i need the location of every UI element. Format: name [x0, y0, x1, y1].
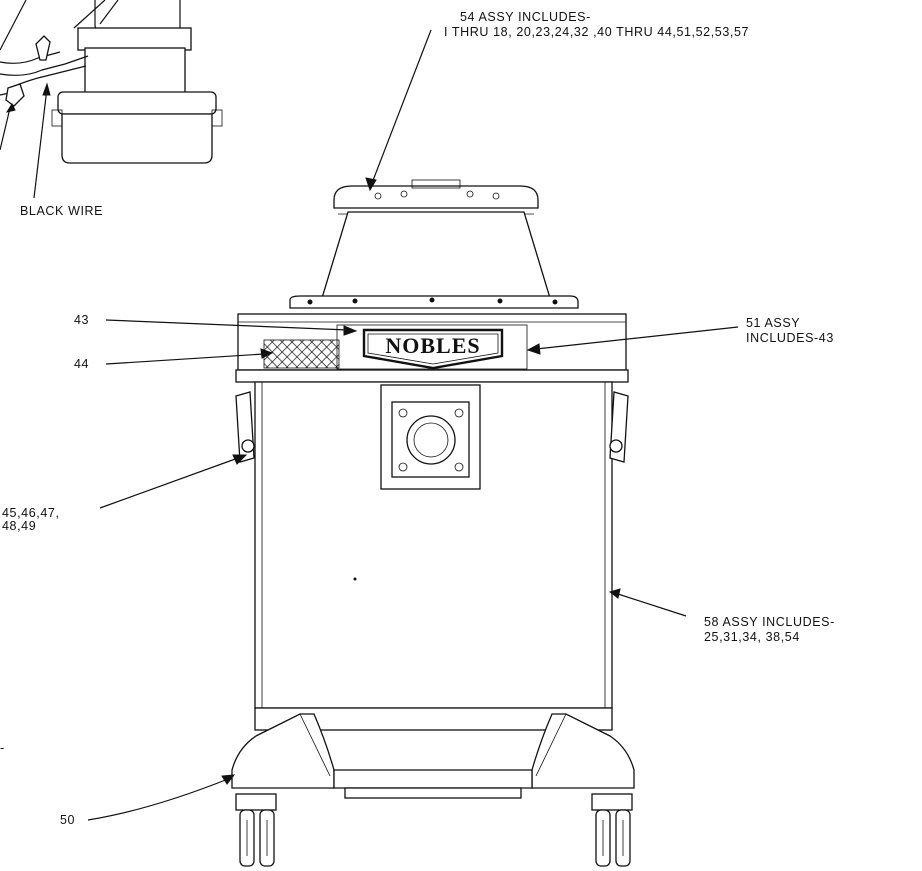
vacuum-head	[289, 179, 579, 309]
tank-body	[235, 369, 629, 731]
assy-58-parts: 25,31,34, 38,54	[704, 630, 800, 644]
assy-54-title: 54 ASSY INCLUDES-	[460, 10, 591, 24]
assy-54-parts: I THRU 18, 20,23,24,32 ,40 THRU 44,51,52…	[444, 25, 749, 39]
wiring-inset	[0, 0, 223, 199]
filter-band: NOBLES	[237, 313, 627, 371]
callout-45-49-line1: 45,46,47,	[2, 506, 60, 520]
callout-44: 44	[74, 357, 89, 371]
assy-58-title: 58 ASSY INCLUDES-	[704, 615, 835, 629]
callout-45-49-line2: 48,49	[2, 519, 36, 533]
callout-43: 43	[74, 313, 89, 327]
assy-51-parts: INCLUDES-43	[746, 331, 834, 345]
black-wire-label: BLACK WIRE	[20, 204, 103, 218]
nobles-logo-text: NOBLES	[385, 333, 480, 358]
assy-51-title: 51 ASSY	[746, 316, 800, 330]
callout-50: 50	[60, 813, 75, 827]
dolly-base	[231, 713, 635, 867]
leader-lines	[87, 29, 739, 821]
nobles-logo-badge	[362, 328, 504, 370]
screen-mesh	[263, 339, 340, 369]
edge-fragment: -	[0, 741, 5, 755]
